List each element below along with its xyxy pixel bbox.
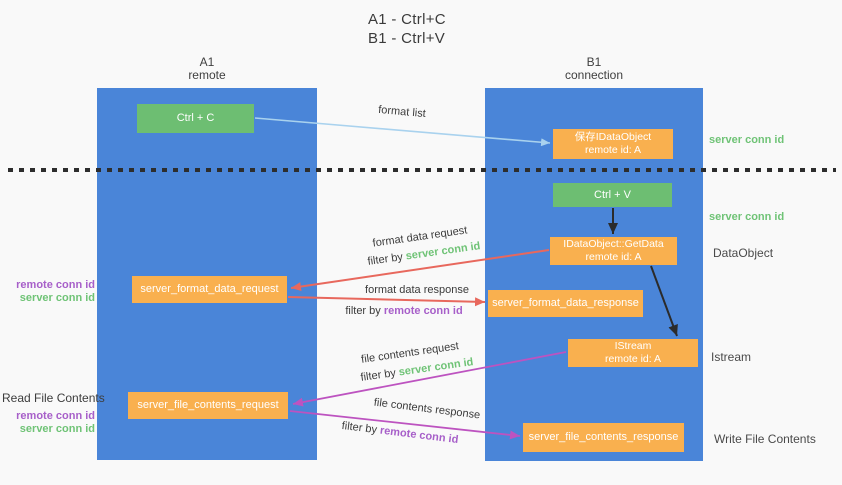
istream-label: Istream (711, 350, 752, 364)
phase-divider-dotted-line (8, 168, 836, 172)
server-conn-id-key: server conn id (397, 356, 475, 379)
diagram-title: A1 - Ctrl+C B1 - Ctrl+V (368, 10, 446, 48)
format-data-response-filter-label: filter by remote conn id (345, 305, 463, 317)
title-line-b1: B1 - Ctrl+V (368, 30, 446, 47)
ctrl-c-box: Ctrl + C (137, 104, 254, 133)
format-data-response-arrow (287, 296, 486, 307)
istream-box: IStream remote id: A (568, 339, 698, 367)
lane-a1-subtitle: remote (188, 68, 226, 82)
server-format-data-request-box: server_format_data_request (132, 276, 287, 303)
server-conn-id-label-mid: server conn id (709, 211, 785, 223)
remote-conn-id-key: remote conn id (379, 424, 459, 447)
server-format-data-request-label: server_format_data_request (140, 283, 279, 295)
lane-header-a1: A1 remote (97, 56, 317, 82)
server-file-contents-request-label: server_file_contents_request (137, 399, 279, 411)
save-idataobject-box: 保存IDataObject remote id: A (553, 129, 673, 159)
remote-conn-id-label: remote conn id (16, 279, 95, 291)
server-conn-id-label: server conn id (19, 291, 95, 304)
ctrl-c-label: Ctrl + C (176, 112, 215, 124)
file-contents-response-label: file contents response (373, 396, 481, 422)
getdata-line1: IDataObject::GetData (563, 237, 664, 250)
conn-id-labels-format: remote conn id server conn id (10, 279, 95, 304)
dataobject-label: DataObject (713, 246, 774, 260)
lane-b1-subtitle: connection (564, 68, 624, 82)
server-format-data-response-label: server_format_data_response (492, 297, 639, 309)
server-file-contents-response-label: server_file_contents_response (528, 431, 679, 443)
remote-conn-id-label: remote conn id (16, 410, 95, 422)
server-conn-id-label-top: server conn id (709, 134, 785, 146)
server-file-contents-response-box: server_file_contents_response (523, 423, 684, 452)
title-line-a1: A1 - Ctrl+C (368, 11, 446, 28)
lane-header-b1: B1 connection (485, 56, 703, 82)
lane-b1-name: B1 (586, 55, 602, 69)
save-idataobject-line1: 保存IDataObject (574, 130, 652, 143)
lane-a1-name: A1 (199, 55, 215, 69)
getdata-line2: remote id: A (585, 251, 642, 263)
conn-id-labels-file: remote conn id server conn id (10, 410, 95, 435)
write-file-contents-label: Write File Contents (714, 432, 816, 446)
format-list-label: format list (377, 103, 427, 121)
server-file-contents-request-box: server_file_contents_request (128, 392, 288, 419)
istream-line1: IStream (614, 339, 652, 352)
format-data-response-label: format data response (365, 284, 469, 296)
save-idataobject-line2: remote id: A (584, 144, 642, 156)
read-file-contents-label: Read File Contents (2, 391, 105, 405)
ctrl-v-box: Ctrl + V (553, 183, 672, 207)
server-conn-id-label: server conn id (19, 422, 95, 435)
file-contents-response-filter-label: filter by remote conn id (341, 419, 459, 447)
remote-conn-id-key: remote conn id (383, 305, 463, 317)
ctrl-v-label: Ctrl + V (594, 188, 631, 201)
server-format-data-response-box: server_format_data_response (488, 290, 643, 317)
idataobject-getdata-box: IDataObject::GetData remote id: A (550, 237, 677, 265)
istream-line2: remote id: A (604, 353, 662, 365)
